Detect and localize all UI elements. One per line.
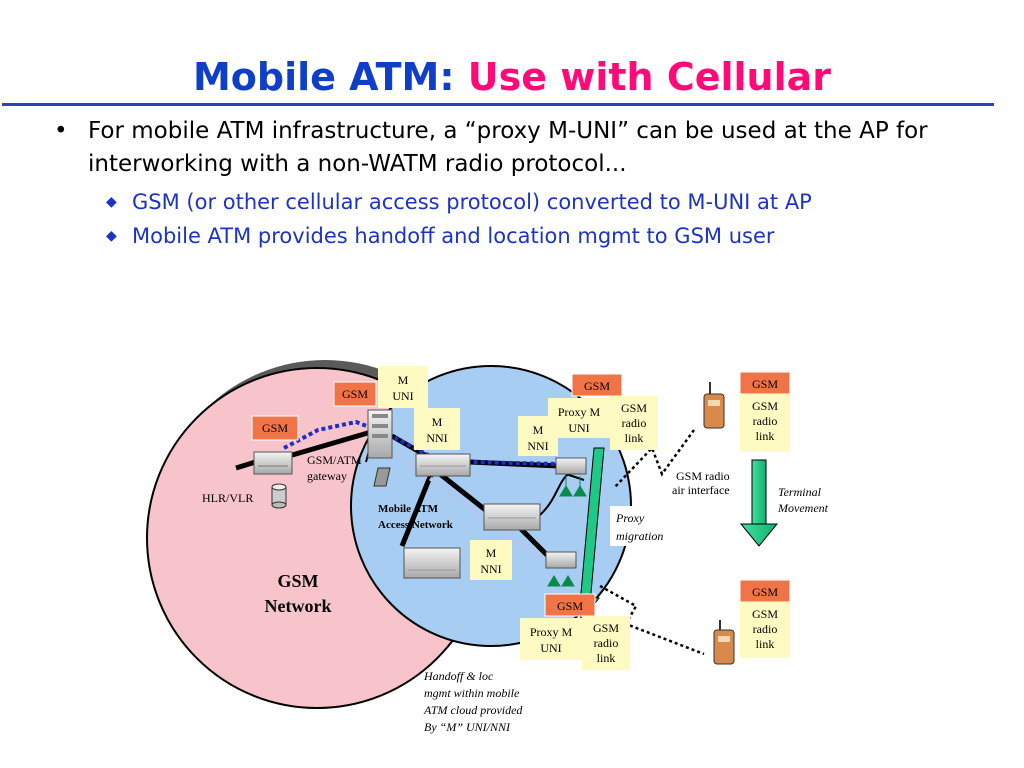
atm-switch-center xyxy=(483,503,541,531)
sub-bullet-text: GSM (or other cellular access protocol) … xyxy=(132,190,812,214)
slide-title: Mobile ATM: Use with Cellular xyxy=(0,55,1024,99)
mobile-phone-top-icon xyxy=(703,382,725,429)
proxy-m-uni-label: UNI xyxy=(540,641,561,655)
radio-link-label: link xyxy=(756,637,775,651)
proxy-m-uni-label: Proxy M xyxy=(530,625,573,639)
hlr-vlr-label: HLR/VLR xyxy=(202,491,253,505)
gsm-box-label: GSM xyxy=(342,387,368,401)
gsm-box: GSM xyxy=(571,373,623,397)
m-nni-box: M NNI xyxy=(470,540,512,580)
proxy-migration-text: Proxy xyxy=(615,511,645,525)
gsm-box-label: GSM xyxy=(557,599,583,613)
radio-link-label: link xyxy=(756,429,775,443)
terminal-movement-arrow xyxy=(739,459,779,547)
proxy-migration-text: migration xyxy=(616,529,663,543)
gsm-box: GSM xyxy=(739,371,791,395)
gsm-box: GSM xyxy=(251,415,299,441)
air-interface-label: air interface xyxy=(672,483,730,497)
gateway-label: gateway xyxy=(307,469,347,483)
gsm-radio-link-box: GSM radio link xyxy=(740,602,790,658)
proxy-m-uni-box: Proxy M UNI xyxy=(548,398,610,438)
hlr-switch xyxy=(253,451,293,475)
radio-link-label: radio xyxy=(753,622,778,636)
terminal-movement-label: Movement xyxy=(777,501,829,515)
radio-link-label: link xyxy=(597,651,616,665)
hlr-database-icon xyxy=(271,483,287,509)
proxy-m-uni-box: Proxy M UNI xyxy=(520,618,582,660)
m-nni-label: M xyxy=(533,423,544,437)
gsm-radio-link-box: GSM radio link xyxy=(582,616,630,670)
m-nni-box: M NNI xyxy=(414,408,460,450)
radio-link-label: radio xyxy=(622,416,647,430)
atm-switch-top xyxy=(415,453,471,477)
gateway-tower-icon xyxy=(367,409,393,459)
bullet-text: For mobile ATM infrastructure, a “proxy … xyxy=(88,118,928,177)
atm-network-label: Access Network xyxy=(378,519,454,531)
access-point-top xyxy=(555,457,587,475)
sub-bullet-item: ◆ GSM (or other cellular access protocol… xyxy=(48,187,988,217)
terminal-movement-label: Terminal xyxy=(778,485,822,499)
antenna-top-icon xyxy=(559,476,587,497)
gsm-radio-link-box: GSM radio link xyxy=(610,396,658,450)
gsm-box-label: GSM xyxy=(752,377,778,391)
radio-link-label: link xyxy=(625,431,644,445)
gateway-database-icon xyxy=(373,467,391,487)
handoff-note: ATM cloud provided xyxy=(423,703,523,717)
gsm-box-label: GSM xyxy=(262,421,288,435)
gsm-network-label: GSM xyxy=(277,571,318,591)
atm-network-label: Mobile ATM xyxy=(378,503,439,515)
gsm-box-label: GSM xyxy=(584,379,610,393)
antenna-bottom-icon xyxy=(547,575,575,587)
proxy-m-uni-label: Proxy M xyxy=(558,405,601,419)
gsm-box: GSM xyxy=(333,381,377,407)
diamond-bullet-icon: ◆ xyxy=(106,194,117,210)
gsm-box: GSM xyxy=(739,579,791,603)
m-nni-label: NNI xyxy=(426,431,447,445)
proxy-m-uni-label: UNI xyxy=(568,421,589,435)
bullet-dot-icon: • xyxy=(54,118,68,144)
handoff-note: By “M” UNI/NNI xyxy=(424,720,511,734)
radio-link-label: GSM xyxy=(593,621,619,635)
proxy-migration-label: Proxy migration xyxy=(610,506,670,546)
m-uni-label: M xyxy=(398,373,409,387)
sub-bullet-item: ◆ Mobile ATM provides handoff and locati… xyxy=(48,221,988,251)
diamond-bullet-icon: ◆ xyxy=(106,228,117,244)
atm-switch-left xyxy=(403,547,461,579)
gsm-box: GSM xyxy=(544,593,596,617)
radio-zigzag-bottom xyxy=(599,584,705,656)
radio-zigzag-top xyxy=(613,429,696,489)
gsm-box-label: GSM xyxy=(752,585,778,599)
handoff-note: Handoff & loc xyxy=(423,669,494,683)
title-part2: Use with Cellular xyxy=(467,55,832,99)
radio-link-label: GSM xyxy=(621,401,647,415)
m-uni-box: M UNI xyxy=(378,366,428,408)
m-uni-label: UNI xyxy=(392,389,413,403)
gateway-label: GSM/ATM xyxy=(307,453,362,467)
air-interface-label: GSM radio xyxy=(676,469,730,483)
gsm-network-label: Network xyxy=(265,596,332,616)
radio-link-label: radio xyxy=(594,636,619,650)
m-nni-label: M xyxy=(486,546,497,560)
title-separator: : xyxy=(439,55,455,99)
network-links xyxy=(235,427,561,558)
sub-bullet-text: Mobile ATM provides handoff and location… xyxy=(132,224,775,248)
bullet-list: • For mobile ATM infrastructure, a “prox… xyxy=(48,115,988,251)
m-nni-label: M xyxy=(432,415,443,429)
title-rule xyxy=(2,103,994,106)
radio-link-label: radio xyxy=(753,414,778,428)
handoff-note: mgmt within mobile xyxy=(424,686,520,700)
radio-link-label: GSM xyxy=(752,607,778,621)
bullet-item: • For mobile ATM infrastructure, a “prox… xyxy=(48,115,988,181)
m-nni-label: NNI xyxy=(480,562,501,576)
radio-link-label: GSM xyxy=(752,399,778,413)
mobile-phone-bottom-icon xyxy=(713,620,735,665)
access-point-bottom xyxy=(545,551,577,569)
m-nni-label: NNI xyxy=(527,439,548,453)
title-part1: Mobile ATM xyxy=(192,55,440,99)
gsm-radio-link-box: GSM radio link xyxy=(740,394,790,452)
